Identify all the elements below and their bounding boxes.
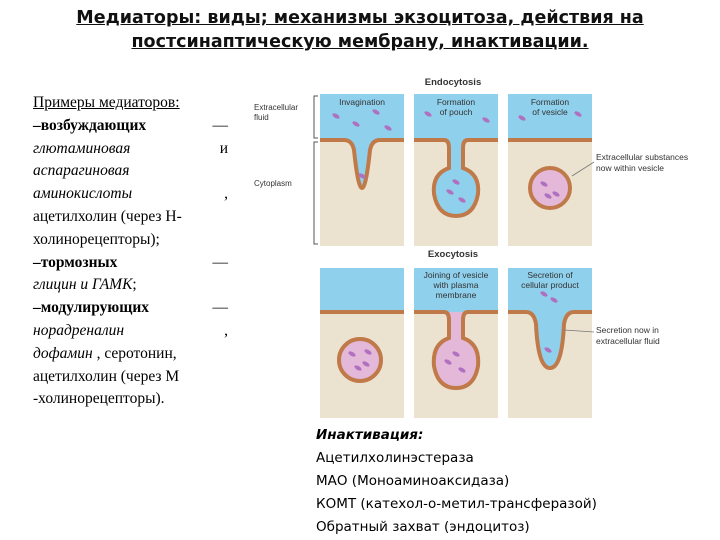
label-right-1a: Extracellular substances — [596, 152, 688, 162]
endo-step-3a: Formation — [531, 97, 570, 107]
exo-step-1c: membrane — [436, 290, 477, 300]
endo-step-2a: Formation — [437, 97, 476, 107]
excitatory-dash: — — [212, 116, 229, 134]
endo-vesicle — [528, 166, 572, 210]
label-extracellular-a: Extracellular — [254, 103, 298, 112]
excitatory-ex3-line: аминокислоты, — [33, 183, 228, 206]
modulating-ex1: норадреналин — [33, 321, 125, 339]
modulating-label: –модулирующих — [33, 299, 150, 317]
excitatory-comma: , — [224, 185, 228, 203]
exo-step-2b: cellular product — [521, 280, 579, 290]
excitatory-ex1: глютаминовая — [33, 139, 131, 157]
pointer-exo — [563, 329, 595, 333]
excitatory-ex4-line: ацетилхолин (через Н- — [33, 206, 228, 229]
excitatory-ex2: аспарагиновая — [33, 162, 130, 180]
inactivation-heading: Инактивация: — [316, 427, 424, 443]
mediators-list: Примеры медиаторов: –возбуждающих — глюта… — [33, 92, 228, 411]
modulating-line: –модулирующих — — [33, 297, 228, 320]
brace-extracellular — [313, 95, 318, 139]
excitatory-ex3: аминокислоты — [33, 185, 133, 203]
endo-step-1: Invagination — [339, 97, 385, 107]
inactivation-list: Инактивация: Ацетилхолинэстераза МАО (Мо… — [316, 424, 597, 539]
inhibitory-ex: глицин и ГАМК — [33, 276, 133, 294]
inhibitory-label: –тормозных — [33, 253, 118, 271]
exo-membrane-3 — [508, 310, 592, 371]
endo-exocytosis-diagram: Endocytosis Invagination Formation of po… — [254, 77, 688, 418]
inactivation-item-1: Ацетилхолинэстераза — [316, 450, 474, 466]
excitatory-ex4b: холинорецепторы); — [33, 230, 160, 248]
title-text-1: Медиаторы: виды; механизмы экзоцитоза, д… — [76, 8, 644, 28]
exo-step-2a: Secretion of — [527, 270, 573, 280]
modulating-ex1-line: норадреналин, — [33, 320, 228, 343]
inhibitory-line: –тормозных — — [33, 252, 228, 275]
slide-title: Медиаторы: виды; механизмы экзоцитоза, д… — [0, 6, 720, 54]
label-right-2a: Secretion now in — [596, 325, 659, 335]
title-text-2: постсинаптическую мембрану, инактивации. — [131, 32, 589, 52]
label-cytoplasm: Cytoplasm — [254, 179, 292, 188]
brace-cytoplasm — [313, 141, 318, 245]
inactivation-item-4: Обратный захват (эндоцитоз) — [316, 519, 530, 535]
slide-title-line-2: постсинаптическую мембрану, инактивации. — [0, 30, 720, 54]
modulating-ex3-line: ацетилхолин (через М — [33, 366, 228, 389]
endocytosis-title: Endocytosis — [425, 77, 482, 88]
excitatory-line: –возбуждающих — — [33, 115, 228, 138]
label-extracellular-b: fluid — [254, 113, 269, 122]
exo-vesicle — [337, 337, 383, 383]
endo-step-3b: of vesicle — [532, 107, 568, 117]
modulating-ex2-line: дофамин , серотонин, — [33, 343, 228, 366]
modulating-ex3: ацетилхолин (через М — [33, 367, 180, 385]
slide-title-line-1: Медиаторы: виды; механизмы экзоцитоза, д… — [0, 6, 720, 30]
modulating-comma: , — [224, 321, 228, 339]
modulating-ex3b: -холинорецепторы). — [33, 390, 165, 408]
inhibitory-ex-line: глицин и ГАМК; — [33, 274, 228, 297]
label-right-1b: now within vesicle — [596, 163, 664, 173]
mediators-heading: Примеры медиаторов: — [33, 94, 180, 111]
inhibitory-dash: — — [212, 253, 229, 271]
modulating-ex3b-line: -холинорецепторы). — [33, 388, 228, 411]
modulating-ex2: дофамин — [33, 344, 93, 362]
excitatory-ex4b-line: холинорецепторы); — [33, 229, 228, 252]
inactivation-item-3: КОМТ (катехол-о-метил-трансферазой) — [316, 496, 597, 512]
exo-membrane-2 — [414, 310, 498, 391]
excitatory-ex1-line: глютаминовая и — [33, 138, 228, 161]
endo-step-2b: of pouch — [440, 107, 473, 117]
exo-step-1a: Joining of vesicle — [424, 270, 489, 280]
endo-membrane-2 — [414, 138, 498, 219]
label-right-2b: extracellular fluid — [596, 336, 660, 346]
pointer-endo — [571, 161, 595, 177]
excitatory-conj: и — [219, 139, 228, 157]
endo-membrane-1 — [320, 138, 404, 191]
exo-panel-1 — [320, 268, 404, 418]
excitatory-label: –возбуждающих — [33, 116, 147, 134]
mediators-heading-line: Примеры медиаторов: — [33, 92, 228, 115]
excitatory-ex2-line: аспарагиновая — [33, 160, 228, 183]
inactivation-item-2: МАО (Моноаминоаксидаза) — [316, 473, 510, 489]
modulating-dash: — — [212, 299, 229, 317]
exo-step-1b: with plasma — [433, 280, 479, 290]
inhibitory-semicolon: ; — [132, 276, 137, 294]
modulating-ex2-rest: , серотонин, — [92, 344, 177, 362]
exocytosis-title: Exocytosis — [428, 249, 478, 260]
excitatory-ex4a: ацетилхолин (через Н- — [33, 207, 182, 225]
